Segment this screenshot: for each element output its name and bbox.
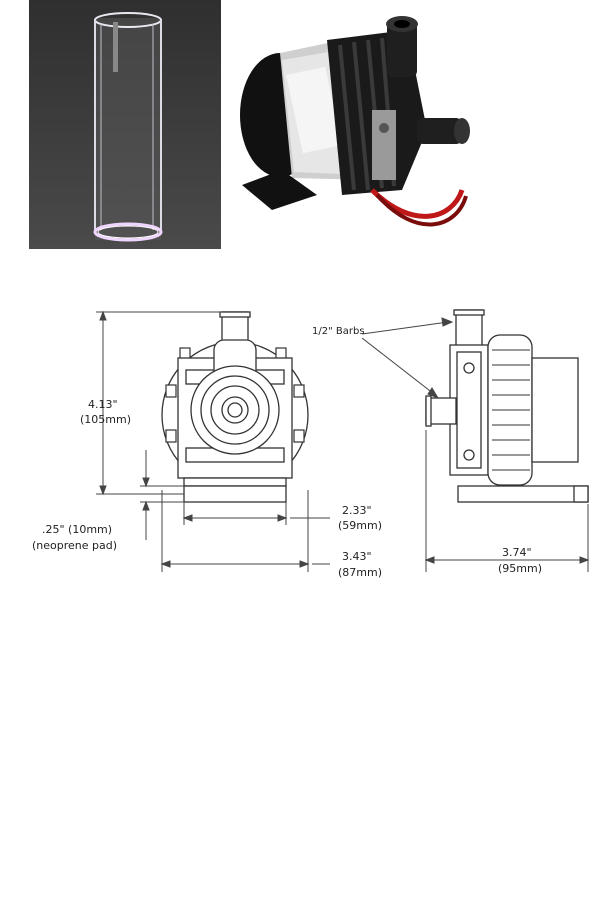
acrylic-tube-photo: [29, 0, 221, 249]
depth-mm-label: (95mm): [498, 562, 542, 575]
pad-in-label: .25" (10mm): [42, 523, 112, 536]
width-in-label: 3.43": [342, 550, 372, 563]
front-base: [183, 477, 287, 487]
pump-photo: [222, 0, 472, 250]
dimension-drawing: 4.13" (105mm) .25" (10mm) (neoprene pad)…: [32, 309, 590, 579]
depth-in-label: 3.74": [502, 546, 532, 559]
base-mm-label: (59mm): [338, 519, 382, 532]
side-base: [457, 485, 589, 503]
height-mm-label: (105mm): [80, 413, 131, 426]
side-motor: [531, 357, 579, 463]
acrylic-tube-icon: [29, 0, 221, 249]
barbs-label: 1/2" Barbs: [312, 326, 365, 337]
height-in-label: 4.13": [88, 398, 118, 411]
width-mm-label: (87mm): [338, 566, 382, 579]
pump-icon: [240, 16, 470, 227]
neoprene-pad: [183, 485, 287, 503]
base-in-label: 2.33": [342, 504, 372, 517]
side-view: [425, 309, 589, 503]
side-top-barb: [455, 309, 483, 351]
pad-description-label: (neoprene pad): [32, 539, 117, 552]
front-view: [161, 311, 309, 503]
